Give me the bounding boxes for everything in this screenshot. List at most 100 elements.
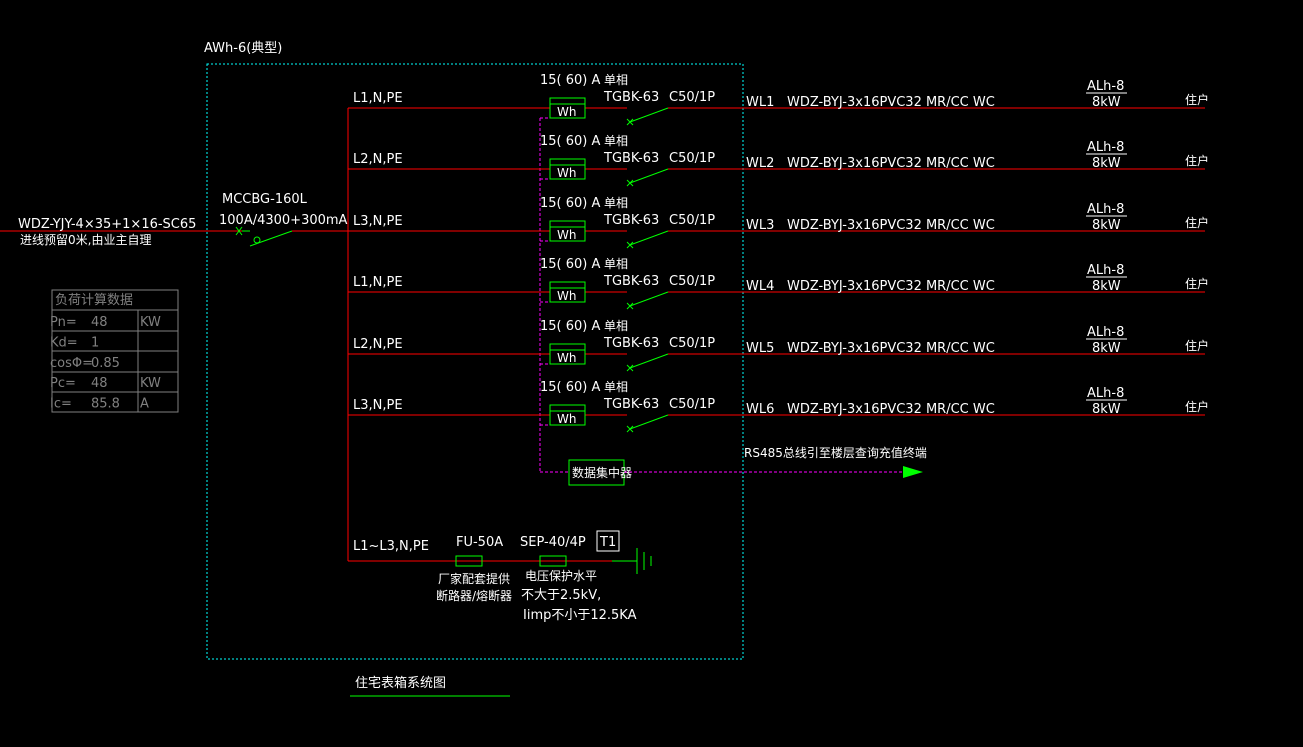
data-concentrator-label: 数据集中器 (572, 465, 632, 480)
circuit-id: WL3 (746, 218, 774, 233)
circuit-load: 住户 (1185, 92, 1209, 107)
breaker-x-b (626, 179, 634, 187)
load-row-label: Pc= (50, 376, 76, 391)
breaker-model: TGBK-63 (603, 213, 659, 228)
breaker-rating: C50/1P (669, 213, 715, 228)
incoming-cable-label: WDZ-YJY-4×35+1×16-SC65 (18, 217, 196, 232)
load-row-unit: A (140, 397, 149, 412)
main-breaker-symbol (235, 226, 293, 247)
energy-meter (549, 97, 586, 119)
fuse-note-1: 厂家配套提供 (438, 571, 510, 586)
spd-note-3: Iimp不小于12.5KA (523, 608, 637, 623)
spd-note-2: 不大于2.5kV, (521, 588, 601, 603)
incoming-note: 进线预留0米,由业主自理 (20, 233, 151, 247)
main-breaker-rating: 100A/4300+300mA (219, 213, 348, 228)
breaker-model: TGBK-63 (603, 397, 659, 412)
breaker-x-b (626, 364, 634, 372)
spd-note-1: 电压保护水平 (525, 569, 597, 583)
breaker-switch (629, 291, 669, 307)
breaker-model: TGBK-63 (603, 336, 659, 351)
energy-meter (549, 220, 586, 242)
circuit-load: 住户 (1185, 276, 1209, 291)
meter-wh-label: Wh (557, 412, 576, 426)
meter-rating: 15( 60) A (540, 134, 600, 149)
meter-rating: 15( 60) A (540, 73, 600, 88)
circuit-load: 住户 (1185, 399, 1209, 414)
circuit-load: 住户 (1185, 338, 1209, 353)
breaker-switch (629, 230, 669, 246)
breaker-x-b (626, 241, 634, 249)
circuit-id: WL4 (746, 279, 774, 294)
meter-wh-label: Wh (557, 228, 576, 242)
meter-type: 单相 (604, 380, 628, 394)
spd-class-label: T1 (599, 535, 616, 550)
circuit-cable: WDZ-BYJ-3x16PVC32 MR/CC WC (787, 156, 995, 171)
energy-meter (549, 343, 586, 365)
load-row-value: 48 (91, 376, 108, 391)
energy-meter (549, 281, 586, 303)
circuit-power: 8kW (1092, 218, 1121, 233)
load-table-title: 负荷计算数据 (55, 293, 133, 308)
circuit-id: WL6 (746, 402, 774, 417)
circuit-cable: WDZ-BYJ-3x16PVC32 MR/CC WC (787, 95, 995, 110)
circuit-box: ALh-8 (1087, 140, 1124, 155)
meter-type: 单相 (604, 257, 628, 271)
breaker-model: TGBK-63 (603, 151, 659, 166)
circuit-box: ALh-8 (1087, 325, 1124, 340)
circuit-power: 8kW (1092, 95, 1121, 110)
breaker-x-b (626, 118, 634, 126)
fuse-note-2: 断路器/熔断器 (436, 588, 512, 603)
load-row-unit: KW (140, 376, 161, 391)
rs485-arrow-icon (903, 466, 923, 478)
rs485-note: RS485总线引至楼层查询充值终端 (744, 445, 927, 460)
breaker-rating: C50/1P (669, 397, 715, 412)
meter-type: 单相 (604, 196, 628, 210)
spd-class-box (596, 530, 620, 552)
phase-label: L1,N,PE (353, 275, 403, 290)
meter-rating: 15( 60) A (540, 257, 600, 272)
load-row-label: Ic= (50, 397, 72, 412)
breaker-rating: C50/1P (669, 151, 715, 166)
phase-label: L1,N,PE (353, 91, 403, 106)
breaker-rating: C50/1P (669, 336, 715, 351)
breaker-switch (629, 107, 669, 123)
circuit-cable: WDZ-BYJ-3x16PVC32 MR/CC WC (787, 341, 995, 356)
breaker-x-b (626, 302, 634, 310)
breaker-switch (629, 414, 669, 430)
meter-rating: 15( 60) A (540, 319, 600, 334)
breaker-x-b (626, 425, 634, 433)
phase-label: L3,N,PE (353, 214, 403, 229)
breaker-model: TGBK-63 (603, 274, 659, 289)
circuit-load: 住户 (1185, 215, 1209, 230)
drawing-title: 住宅表箱系统图 (355, 675, 446, 691)
circuit-box: ALh-8 (1087, 263, 1124, 278)
load-table (51, 289, 179, 413)
main-breaker-model: MCCBG-160L (222, 192, 308, 207)
load-row-value: 1 (91, 335, 99, 350)
breaker-model: TGBK-63 (603, 90, 659, 105)
meter-type: 单相 (604, 134, 628, 148)
circuit-box: ALh-8 (1087, 79, 1124, 94)
fuse-symbol (455, 555, 483, 567)
circuit-box: ALh-8 (1087, 202, 1124, 217)
load-row-value: 48 (91, 315, 108, 330)
meter-type: 单相 (604, 73, 628, 87)
spd-model: SEP-40/4P (520, 535, 586, 550)
meter-wh-label: Wh (557, 351, 576, 365)
spd-phase-label: L1~L3,N,PE (353, 539, 429, 554)
load-row-value: 85.8 (91, 397, 120, 412)
circuit-id: WL1 (746, 95, 774, 110)
load-row-unit: KW (140, 315, 161, 330)
load-row-label: Kd= (50, 335, 78, 350)
breaker-rating: C50/1P (669, 90, 715, 105)
circuit-cable: WDZ-BYJ-3x16PVC32 MR/CC WC (787, 402, 995, 417)
breaker-switch (629, 353, 669, 369)
meter-type: 单相 (604, 319, 628, 333)
circuit-power: 8kW (1092, 402, 1121, 417)
spd-symbol (539, 555, 567, 567)
